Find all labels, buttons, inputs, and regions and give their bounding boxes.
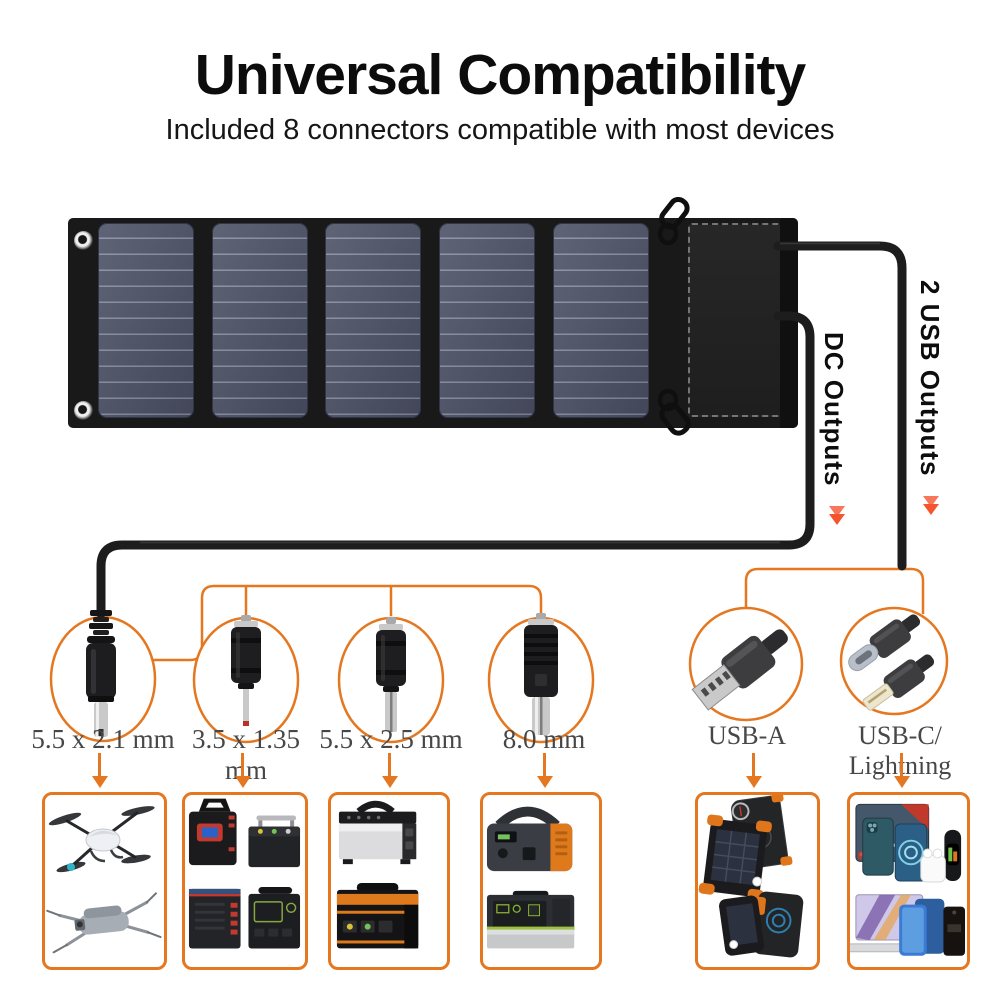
device-box-solar-power-banks xyxy=(695,792,820,970)
portable-power-stations-illustration xyxy=(486,806,575,949)
dc-barrel-plug-with-cable-icon xyxy=(86,610,116,737)
device-box-drones xyxy=(42,792,167,970)
usb-outputs-label: 2 USB Outputs xyxy=(915,280,945,477)
solar-cell xyxy=(212,223,308,418)
solar-power-banks-illustration xyxy=(698,795,804,958)
down-arrow-icon xyxy=(91,753,108,788)
connector-circle xyxy=(688,606,804,722)
panel-edge xyxy=(780,218,798,428)
dc-outputs-label: DC Outputs xyxy=(819,332,849,487)
solar-cell xyxy=(98,223,194,418)
connector-circle xyxy=(49,615,157,743)
dc-adapter-tip-icon xyxy=(376,617,406,732)
device-box-phones-tablets-laptops xyxy=(847,792,970,970)
connector-label-3-5x1-35: 3.5 x 1.35 mm xyxy=(192,724,300,785)
down-arrow-icon xyxy=(381,753,398,788)
page-subtitle: Included 8 connectors compatible with mo… xyxy=(165,114,835,146)
usb-a-plug-icon xyxy=(691,629,788,711)
down-arrow-icon xyxy=(893,753,910,788)
page-title: Universal Compatibility xyxy=(194,43,807,107)
device-box-power-stations xyxy=(328,792,450,970)
usb-c-lightning-plugs-icon xyxy=(848,614,935,711)
solar-cell xyxy=(439,223,535,418)
connector-label-8-0: 8.0 mm xyxy=(502,724,586,754)
phones-tablets-laptops-illustration xyxy=(850,803,966,956)
dc-adapter-tip-icon xyxy=(231,615,261,726)
device-box-portable-power-stations xyxy=(480,792,602,970)
double-chevron-down-icon xyxy=(828,506,846,525)
connector-label-usb-a: USB-A xyxy=(707,721,786,750)
dc-adapter-tip-icon xyxy=(524,613,558,735)
grommet-icon xyxy=(74,401,93,420)
double-chevron-down-icon xyxy=(922,496,940,515)
grommet-icon xyxy=(74,231,93,250)
solar-cell xyxy=(325,223,421,418)
connector-label-5-5x2-5: 5.5 x 2.5 mm xyxy=(319,724,463,754)
connector-circle xyxy=(839,606,949,716)
carabiner-icon xyxy=(657,388,691,436)
down-arrow-icon xyxy=(234,753,251,788)
storage-pocket xyxy=(688,223,782,417)
carabiner-icon xyxy=(657,196,690,246)
device-box-mini-power-stations xyxy=(182,792,308,970)
down-arrow-icon xyxy=(745,753,762,788)
power-stations-illustration xyxy=(336,800,419,949)
down-arrow-icon xyxy=(536,753,553,788)
drones-illustration xyxy=(46,806,162,954)
solar-cell xyxy=(553,223,649,418)
mini-power-stations-illustration xyxy=(188,798,301,949)
connector-label-5-5x2-1: 5.5 x 2.1 mm xyxy=(31,724,175,754)
